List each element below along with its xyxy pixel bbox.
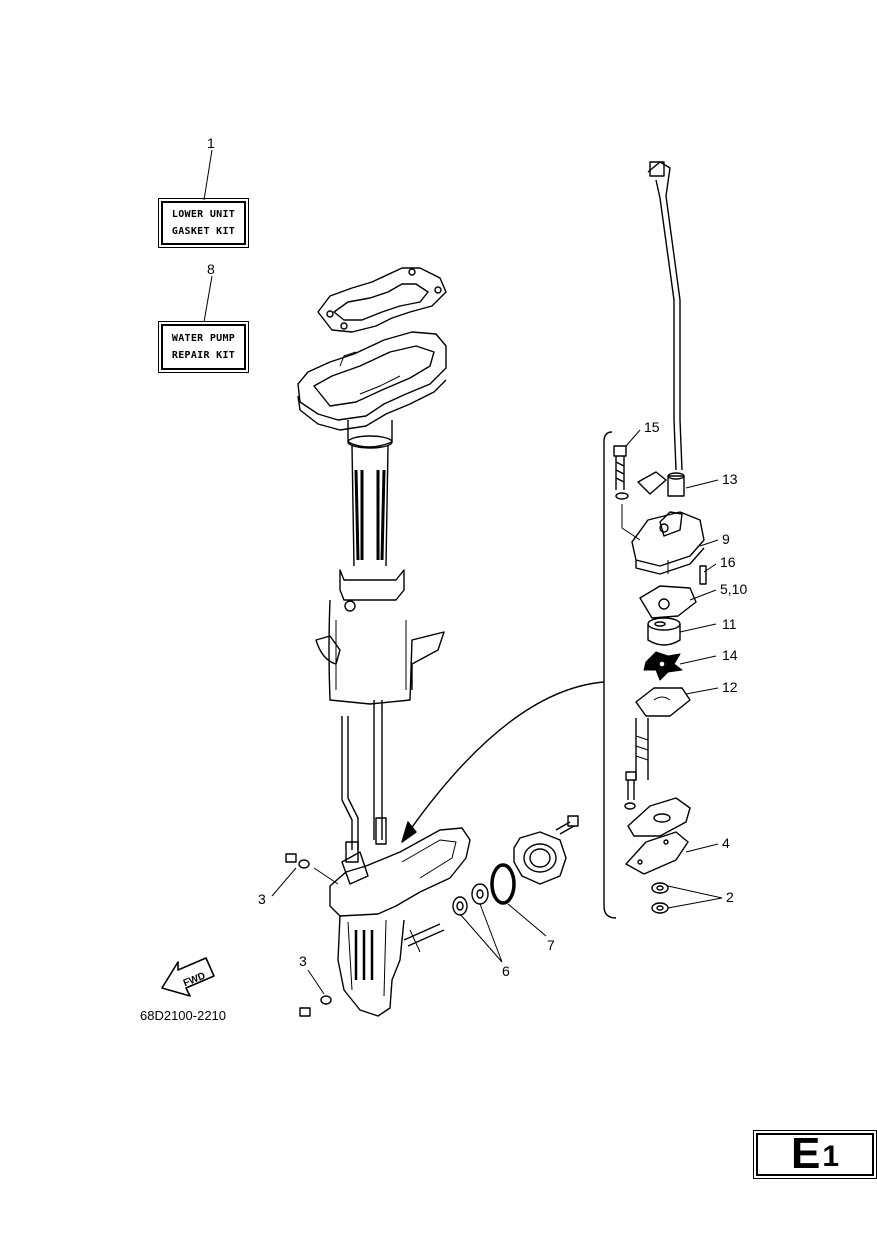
callout-5-10: 5,10 — [720, 581, 747, 597]
callout-15: 15 — [644, 419, 660, 435]
lower-unit-gasket-kit-label: LOWER UNIT GASKET KIT — [158, 198, 249, 248]
diagram-part-code: 68D2100-2210 — [140, 1008, 227, 1023]
page-tab-number: 1 — [822, 1140, 840, 1173]
callout-14: 14 — [722, 647, 738, 663]
o-ring — [490, 863, 516, 905]
callout-9: 9 — [722, 531, 730, 547]
callout-4: 4 — [722, 835, 730, 851]
page-tab-letter: E — [790, 1129, 821, 1178]
drain-screw-lower — [299, 995, 332, 1017]
pin — [699, 565, 707, 585]
kit-pump-line2: REPAIR KIT — [171, 350, 236, 361]
pump-gasket — [639, 560, 697, 619]
pump-gasket-lower — [625, 831, 689, 875]
drive-shaft-housing — [315, 420, 445, 705]
kit-lower-line1: LOWER UNIT — [171, 209, 236, 220]
oil-seal-housing — [627, 797, 691, 837]
page-section-tab: E 1 — [753, 1129, 877, 1179]
drive-shaft — [341, 700, 387, 863]
callout-1: 1 — [207, 135, 215, 151]
water-pump-repair-kit-label: WATER PUMP REPAIR KIT — [158, 321, 249, 373]
pump-plate-small — [615, 471, 667, 500]
fwd-arrow-icon: FWD — [161, 957, 215, 997]
upper-casing — [297, 331, 447, 431]
lower-casing — [329, 827, 471, 1017]
pump-housing — [621, 504, 705, 575]
drain-screw-upper — [285, 853, 310, 869]
callout-16: 16 — [720, 554, 736, 570]
insert-cartridge — [647, 617, 681, 646]
water-tube — [647, 161, 683, 471]
grommet — [667, 472, 685, 497]
drive-shaft-lower — [635, 718, 649, 780]
callout-3-upper: 3 — [258, 891, 266, 907]
group-arrow — [409, 681, 605, 831]
callout-7: 7 — [547, 937, 555, 953]
kit-lower-line2: GASKET KIT — [171, 226, 236, 237]
callout-12: 12 — [722, 679, 738, 695]
callout-2: 2 — [726, 889, 734, 905]
group-bracket — [603, 431, 617, 919]
callout-6: 6 — [502, 963, 510, 979]
kit-pump-line1: WATER PUMP — [171, 333, 236, 344]
upper-gasket — [317, 267, 447, 333]
impeller — [643, 651, 683, 681]
callout-8: 8 — [207, 261, 215, 277]
callout-13: 13 — [722, 471, 738, 487]
callout-3-lower: 3 — [299, 953, 307, 969]
oil-seal-pair — [651, 882, 669, 914]
leader-lines — [203, 149, 723, 995]
group-arrowhead — [401, 821, 417, 843]
callout-11: 11 — [722, 616, 737, 632]
outer-plate — [635, 687, 691, 717]
small-bolt — [624, 771, 637, 810]
bearing-housing — [513, 815, 579, 885]
pump-bolt — [613, 445, 627, 490]
